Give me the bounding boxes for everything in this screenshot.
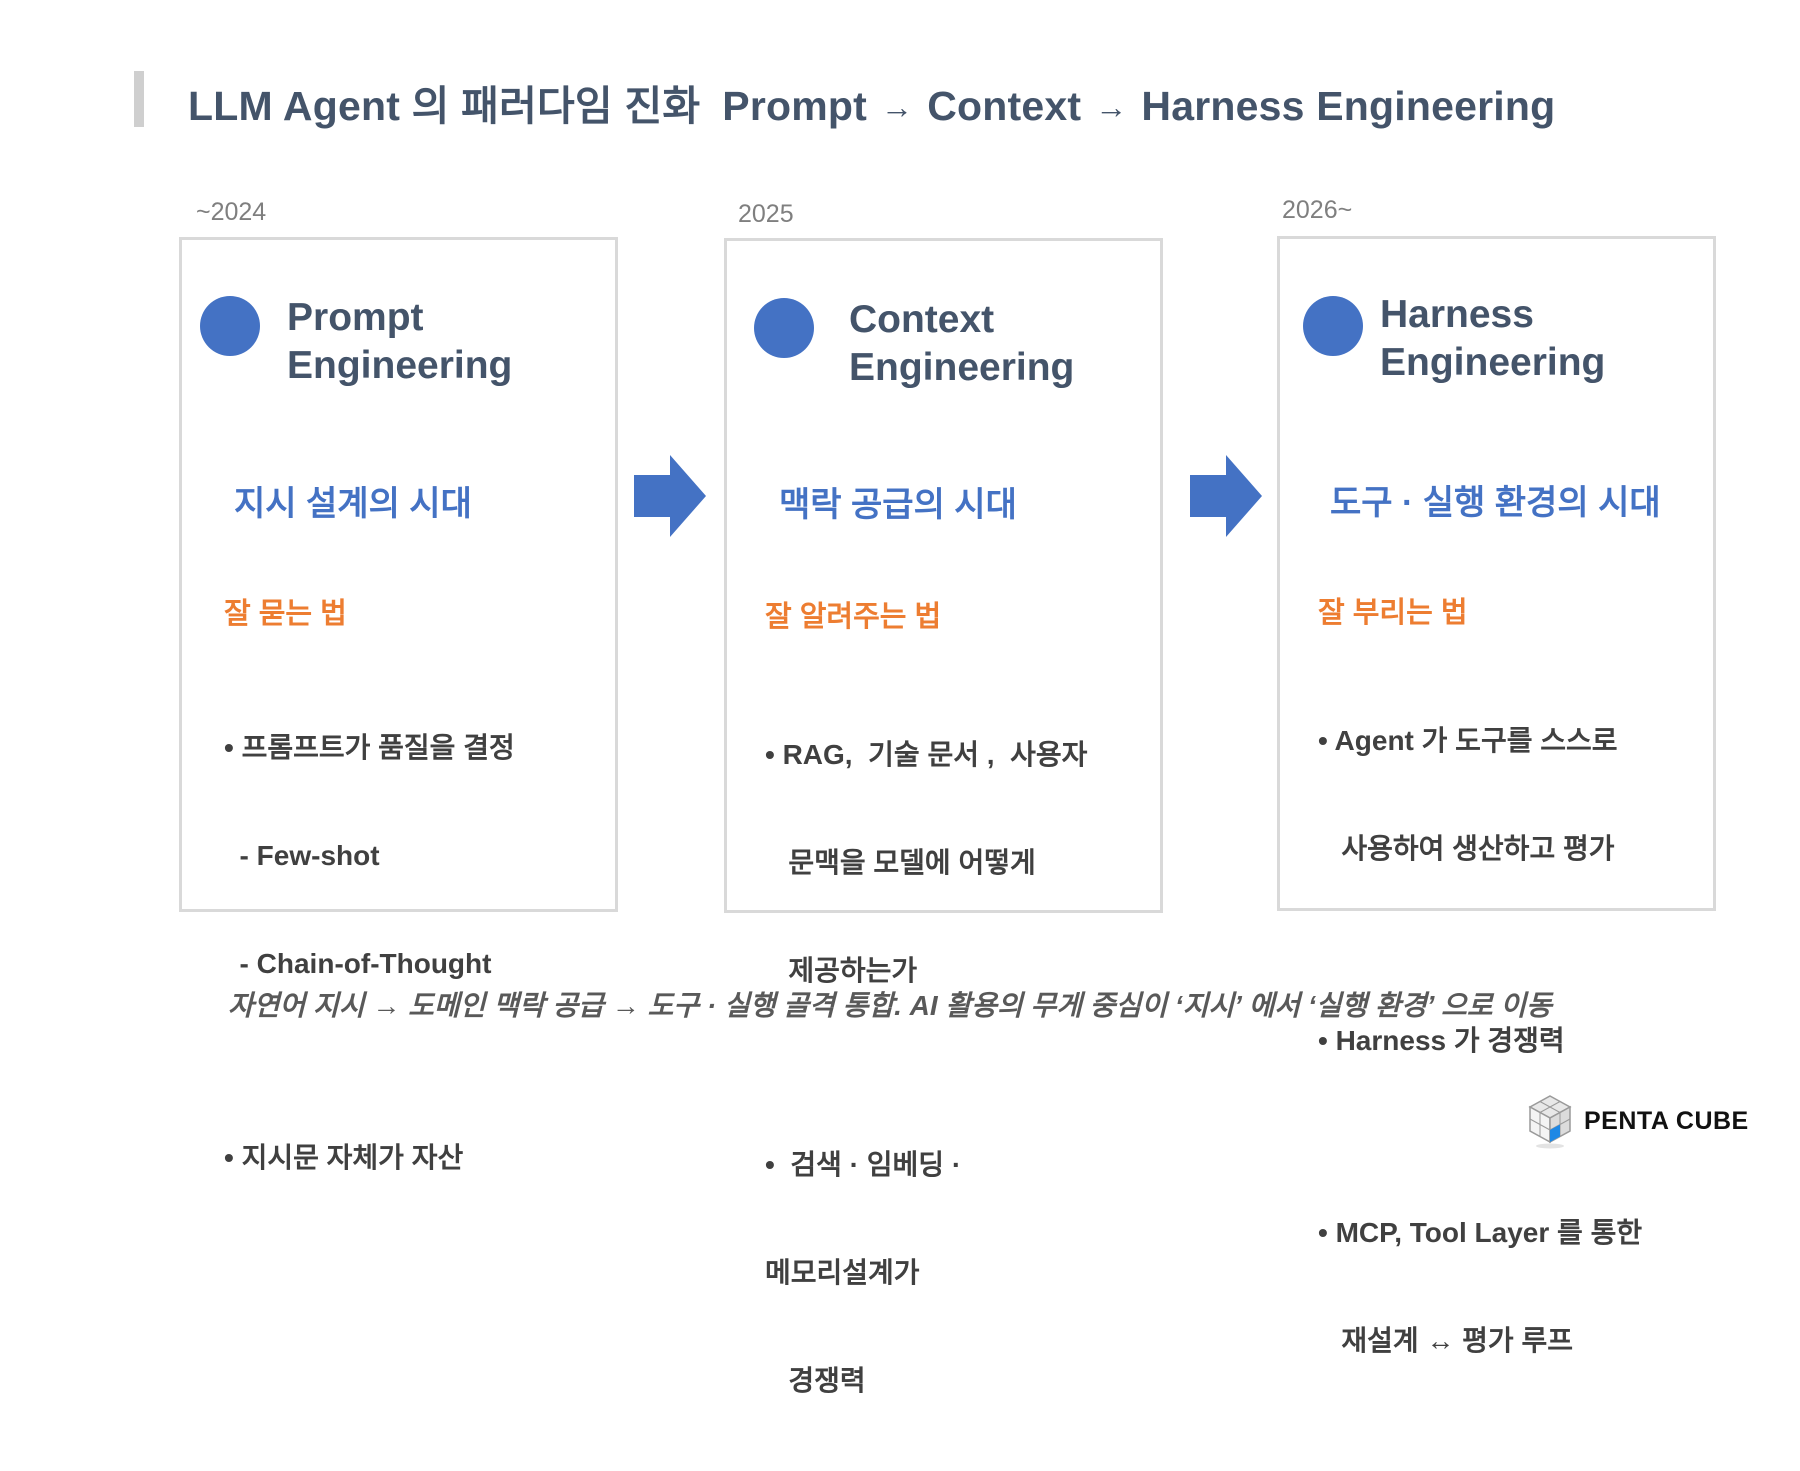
stage-card-harness: Harness Engineering 도구 · 실행 환경의 시대 잘 부리는…	[1277, 236, 1716, 1356]
stage-era: 맥락 공급의 시대	[779, 486, 1017, 524]
stage-how: 잘 부리는 법	[1318, 597, 1468, 629]
title-flow-harness: Harness Engineering	[1141, 83, 1556, 129]
stage-title-line1: Harness	[1380, 293, 1534, 336]
bullet-item: 문맥을 모델에 어떻게	[765, 847, 1036, 878]
stage-title-line2: Engineering	[849, 346, 1075, 389]
bullet-item: 재설계 ↔ 평가 루프	[1318, 1325, 1573, 1356]
bullet-item: - Chain-of-Thought	[224, 948, 492, 979]
summary-caption: 자연어 지시 → 도메인 맥락 공급 → 도구 · 실행 골격 통합. AI 활…	[228, 990, 1552, 1021]
stage-era: 지시 설계의 시대	[234, 485, 472, 523]
stage-year-2: 2025	[738, 200, 794, 228]
bullet-item: 경쟁력	[765, 1365, 866, 1396]
stage-bullets: • 프롬프트가 품질을 결정 - Few-shot - Chain-of-Tho…	[224, 658, 515, 1248]
stage-title: Harness Engineering	[1380, 291, 1605, 387]
page-title: LLM Agent 의 패러다임 진화 Prompt → Context → Harnes…	[188, 72, 1555, 132]
stage-bullet-dot	[1303, 296, 1363, 356]
bullet-item: • 프롬프트가 품질을 결정	[224, 732, 515, 763]
stage-how: 잘 묻는 법	[224, 598, 347, 630]
title-accent-bar	[134, 71, 144, 127]
stage-year-1: ~2024	[196, 198, 267, 226]
stage-bullet-dot	[754, 298, 814, 358]
stage-bullet-dot	[200, 296, 260, 356]
bullet-item: 메모리설계가	[765, 1257, 920, 1288]
logo-text: PENTA CUBE	[1584, 1107, 1749, 1135]
stage-card-prompt: Prompt Engineering 지시 설계의 시대 잘 묻는 법 • 프롬…	[179, 237, 618, 1173]
stage-title-line2: Engineering	[1380, 341, 1606, 384]
flow-arrow-icon	[634, 455, 706, 537]
bullet-item: • Harness 가 경쟁력	[1318, 1025, 1565, 1056]
title-arrow: →	[880, 89, 914, 125]
stage-bullets: • Agent 가 도구를 스스로 사용하여 생산하고 평가 • Harness…	[1318, 651, 1642, 1431]
stage-title-line1: Prompt	[287, 296, 424, 339]
title-flow-prompt: Prompt	[722, 83, 867, 129]
flow-arrow-icon	[1190, 455, 1262, 537]
bullet-item: - Few-shot	[224, 840, 380, 871]
bullet-item: 사용하여 생산하고 평가	[1318, 833, 1615, 864]
title-flow-context: Context	[927, 83, 1082, 129]
title-main: LLM Agent 의 패러다임 진화	[188, 83, 701, 129]
title-arrow: →	[1095, 89, 1128, 125]
bullet-item: • MCP, Tool Layer 를 통한	[1318, 1217, 1643, 1248]
stage-bullets: • RAG, 기술 문서 , 사용자 문맥을 모델에 어떻게 제공하는가 • 검…	[765, 665, 1087, 1471]
stage-title-line1: Context	[849, 298, 995, 341]
stage-title: Context Engineering	[849, 296, 1074, 392]
stage-era: 도구 · 실행 환경의 시대	[1330, 484, 1661, 522]
stage-card-context: Context Engineering 맥락 공급의 시대 잘 알려주는 법 •…	[724, 238, 1163, 1396]
bullet-item: • RAG, 기술 문서 , 사용자	[765, 739, 1088, 770]
bullet-item: 제공하는가	[765, 955, 918, 986]
stage-year-3: 2026~	[1282, 196, 1353, 224]
cube-logo-icon	[1528, 1095, 1572, 1149]
stage-title: Prompt Engineering	[287, 294, 512, 390]
stage-how: 잘 알려주는 법	[765, 601, 942, 633]
bullet-item: • Agent 가 도구를 스스로	[1318, 725, 1618, 756]
bullet-item: • 검색 · 임베딩 ·	[765, 1149, 962, 1180]
bullet-item: • 지시문 자체가 자산	[224, 1142, 464, 1173]
stage-title-line2: Engineering	[287, 344, 513, 387]
